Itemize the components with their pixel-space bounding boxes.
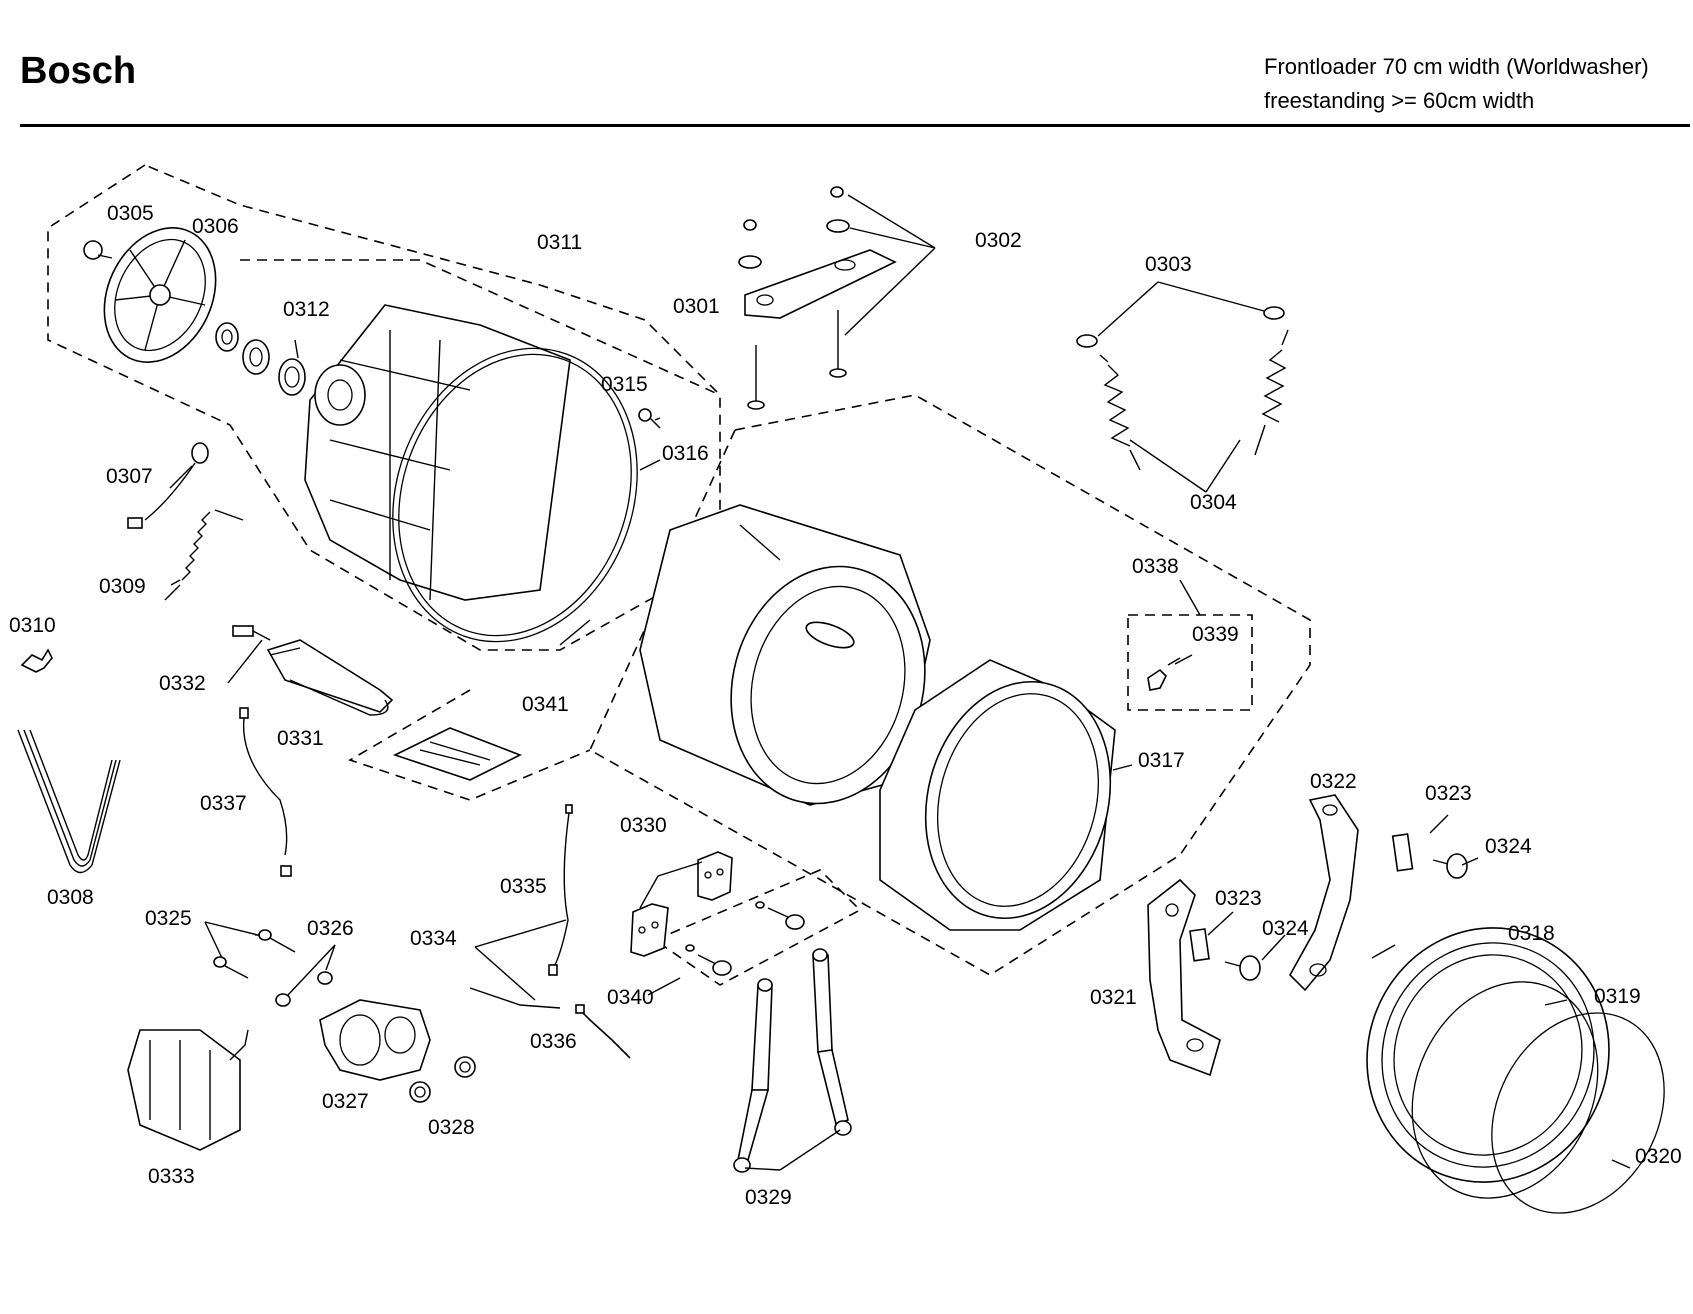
label-0330: 0330 [620, 814, 667, 837]
label-0323-lower: 0323 [1215, 887, 1262, 910]
plate-0323b-icon [1391, 833, 1414, 872]
label-0339: 0339 [1192, 623, 1239, 646]
label-0301: 0301 [673, 295, 720, 318]
label-0325: 0325 [145, 907, 192, 930]
washer-bolt-set-0302-icon [738, 186, 850, 410]
door-hinge-0321-icon [1147, 878, 1221, 1077]
spring-pair-0304-icon [1099, 329, 1289, 471]
outline-rear-tub-group [47, 164, 721, 651]
label-0341: 0341 [522, 693, 569, 716]
label-0334: 0334 [410, 927, 457, 950]
nut-pair-0326-icon [275, 971, 333, 1007]
shock-absorber-pair-0329-icon [733, 948, 852, 1173]
heater-connector-0332-icon [232, 625, 271, 641]
door-catch-0339-icon [1147, 657, 1181, 691]
outline-bearing-group [240, 259, 721, 396]
clip-0310-icon [20, 648, 53, 673]
label-0324-upper: 0324 [1485, 835, 1532, 858]
label-0336: 0336 [530, 1030, 577, 1053]
knob-0324b-icon [1432, 853, 1468, 879]
clamp-ring-0319-icon [1411, 981, 1599, 1199]
label-0320: 0320 [1635, 1145, 1682, 1168]
heating-element-0331-icon [266, 639, 394, 716]
label-0335: 0335 [500, 875, 547, 898]
plug-pair-0328-icon [409, 1056, 476, 1103]
cable-0336-icon [469, 987, 631, 1059]
label-0303: 0303 [1145, 253, 1192, 276]
bearing-set-0312-icon [215, 322, 306, 396]
tub-gasket-0316-icon [392, 347, 638, 643]
label-0308: 0308 [47, 886, 94, 909]
model-description: Frontloader 70 cm width (Worldwasher) fr… [1264, 50, 1649, 118]
weight-blocks-0330-icon [630, 851, 733, 957]
cable-0335-icon [548, 804, 573, 976]
front-tub-icon [879, 659, 1116, 931]
spring-0309-icon [164, 509, 244, 601]
label-0340: 0340 [607, 986, 654, 1009]
label-0338: 0338 [1132, 555, 1179, 578]
screw-0305-icon [83, 240, 113, 260]
heater-bracket-plate-icon [392, 727, 522, 781]
drain-pump-0327-icon [319, 999, 431, 1081]
outline-hinge-group [1127, 614, 1253, 711]
outline-heater-group [348, 689, 591, 801]
label-0316: 0316 [662, 442, 709, 465]
model-description-line-1: Frontloader 70 cm width (Worldwasher) [1264, 54, 1649, 79]
rear-tub-0311-icon [304, 304, 571, 601]
ntc-sensor-0337-icon [239, 707, 292, 877]
knob-0324a-icon [1224, 955, 1261, 981]
suspension-bracket-0301-icon [744, 249, 897, 319]
plate-0323a-icon [1189, 928, 1210, 962]
bolt-pair-0340-icon [685, 901, 805, 976]
label-0331: 0331 [277, 727, 324, 750]
assembly-outlines [47, 164, 1311, 986]
door-hinge-0322-icon [1289, 794, 1359, 992]
label-0306: 0306 [192, 215, 239, 238]
clamp-ring-0320-icon [1491, 1012, 1665, 1214]
brand-title: Bosch [20, 50, 137, 92]
screw-pair-0325-icon [213, 929, 296, 979]
part-shapes [17, 186, 1665, 1214]
leader-lines [169, 194, 1631, 1171]
label-0326: 0326 [307, 917, 354, 940]
drive-belt-0308-icon [17, 729, 121, 874]
label-0312: 0312 [283, 298, 330, 321]
label-0324-lower: 0324 [1262, 917, 1309, 940]
label-0327: 0327 [322, 1090, 369, 1113]
label-0322: 0322 [1310, 770, 1357, 793]
label-0337: 0337 [200, 792, 247, 815]
label-0304: 0304 [1190, 491, 1237, 514]
label-0302: 0302 [975, 229, 1022, 252]
label-0318: 0318 [1508, 922, 1555, 945]
door-ring-0318-icon [1366, 927, 1610, 1183]
label-0315: 0315 [601, 373, 648, 396]
label-0328: 0328 [428, 1116, 475, 1139]
washer-0303b-icon [1263, 306, 1285, 320]
label-0321: 0321 [1090, 986, 1137, 1009]
drum-0317-icon [639, 504, 931, 806]
label-0317: 0317 [1138, 749, 1185, 772]
label-0323-upper: 0323 [1425, 782, 1472, 805]
sensor-0307-icon [127, 442, 209, 529]
label-0332: 0332 [159, 672, 206, 695]
label-0310: 0310 [9, 614, 56, 637]
label-0319: 0319 [1594, 985, 1641, 1008]
label-0305: 0305 [107, 202, 154, 225]
model-description-line-2: freestanding >= 60cm width [1264, 88, 1535, 113]
tub-gasket-0316-inner-icon [398, 353, 632, 637]
motor-module-0333-icon [127, 1029, 249, 1151]
label-0307: 0307 [106, 465, 153, 488]
washer-0303a-icon [1076, 334, 1098, 348]
pulley-wheel-0306-icon [103, 227, 217, 363]
screw-0315-icon [638, 408, 661, 429]
header-divider [20, 124, 1690, 127]
label-0311: 0311 [537, 231, 582, 254]
label-0309: 0309 [99, 575, 146, 598]
outline-drum-group [588, 394, 1311, 976]
label-0329: 0329 [745, 1186, 792, 1209]
outline-bolt-group [653, 869, 862, 986]
part-number-labels: 0305 0306 0311 0312 0301 0302 0303 0315 … [9, 202, 1682, 1209]
label-0333: 0333 [148, 1165, 195, 1188]
